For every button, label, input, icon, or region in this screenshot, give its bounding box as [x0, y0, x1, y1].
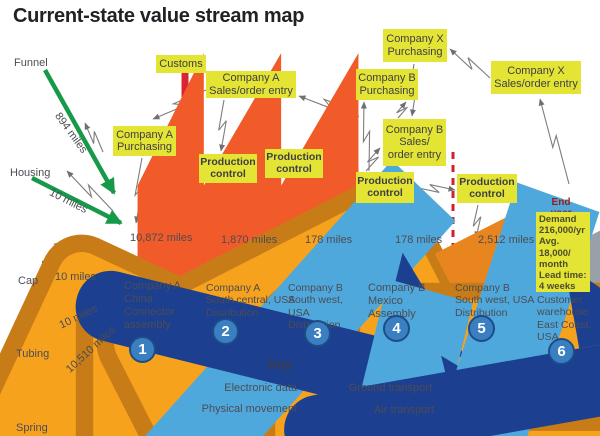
- stage-3-badge: 3: [304, 320, 331, 347]
- company-a-purchasing-box: Company A Purchasing: [113, 126, 176, 156]
- key-physical-movement-label: Physical movement: [201, 403, 297, 415]
- stage-6-badge: 6: [548, 338, 575, 365]
- stage-1-badge: 1: [129, 336, 156, 363]
- housing-transport-arrow: [30, 175, 123, 226]
- supplier-tubing-label: Tubing: [16, 348, 50, 360]
- production-control-5-box: Production control: [457, 174, 517, 203]
- production-control-4-box: Production control: [356, 172, 414, 203]
- order-warehouse-to-x-sales: [538, 98, 570, 185]
- stage-1-label: Company A China Connector assembly: [124, 280, 181, 331]
- supplier-funnel-label: Funnel: [14, 57, 48, 69]
- stage-4-distance: 178 miles: [395, 234, 443, 246]
- page-title: Current-state value stream map: [13, 5, 305, 27]
- order-to-housing: [66, 170, 114, 212]
- key-electronic-data-label: Electronic data: [224, 382, 297, 394]
- stage-4-label: Company B Mexico Assembly: [368, 282, 426, 320]
- order-production-control-5-to-stage-5: [472, 204, 482, 239]
- order-to-funnel: [84, 122, 104, 153]
- key-title: Key: [268, 357, 292, 372]
- stage-5-badge: 5: [468, 315, 495, 342]
- order-production-control-4-to-b-purchasing: [360, 101, 371, 172]
- funnel-transport-arrow: [43, 68, 116, 195]
- customs-box: Customs: [156, 55, 206, 73]
- supplier-housing-label: Housing: [10, 167, 51, 179]
- order-to-b-sales: [365, 147, 381, 172]
- order-b-sales-to-b-purchasing: [396, 101, 408, 119]
- company-a-sales-box: Company A Sales/order entry: [206, 71, 296, 98]
- stage-3-distance: 178 miles: [305, 234, 353, 246]
- stage-2-label: Company A South central, USA Distributio…: [206, 282, 296, 319]
- stage-1-distance: 10,872 miles: [130, 232, 193, 244]
- key-air-transport-label: Air transport: [374, 404, 434, 416]
- company-x-sales-box: Company X Sales/order entry: [491, 61, 581, 94]
- stage-5-distance: 2,512 miles: [478, 234, 535, 246]
- stage-5-label: Company B South west, USA Distribution: [455, 282, 535, 319]
- key-ground-transport-label: Ground transport: [348, 382, 432, 394]
- production-control-2-box: Production control: [265, 149, 323, 178]
- cap-distance: 10 miles: [55, 271, 96, 283]
- company-b-sales-box: Company B Sales/ order entry: [383, 119, 446, 166]
- order-a-sales-to-production-control-1: [218, 99, 227, 152]
- company-b-purchasing-box: Company B Purchasing: [356, 69, 418, 100]
- stage-2-badge: 2: [212, 318, 239, 345]
- production-control-1-box: Production control: [199, 154, 257, 183]
- order-x-sales-to-x-purchasing: [449, 48, 491, 79]
- supplier-spring-label: Spring: [16, 422, 48, 434]
- stage-6-label: Customer warehouse East Coast, USA: [537, 294, 592, 344]
- company-x-purchasing-box: Company X Purchasing: [383, 29, 447, 62]
- end-user-demand-box: Demand 216,000/yr Avg. 18,000/ month Lea…: [536, 212, 590, 292]
- stage-2-distance: 1,870 miles: [221, 234, 278, 246]
- order-production-control-4-to-5: [413, 184, 456, 193]
- stage-4-badge: 4: [383, 315, 410, 342]
- supplier-cap-label: Cap: [18, 275, 39, 287]
